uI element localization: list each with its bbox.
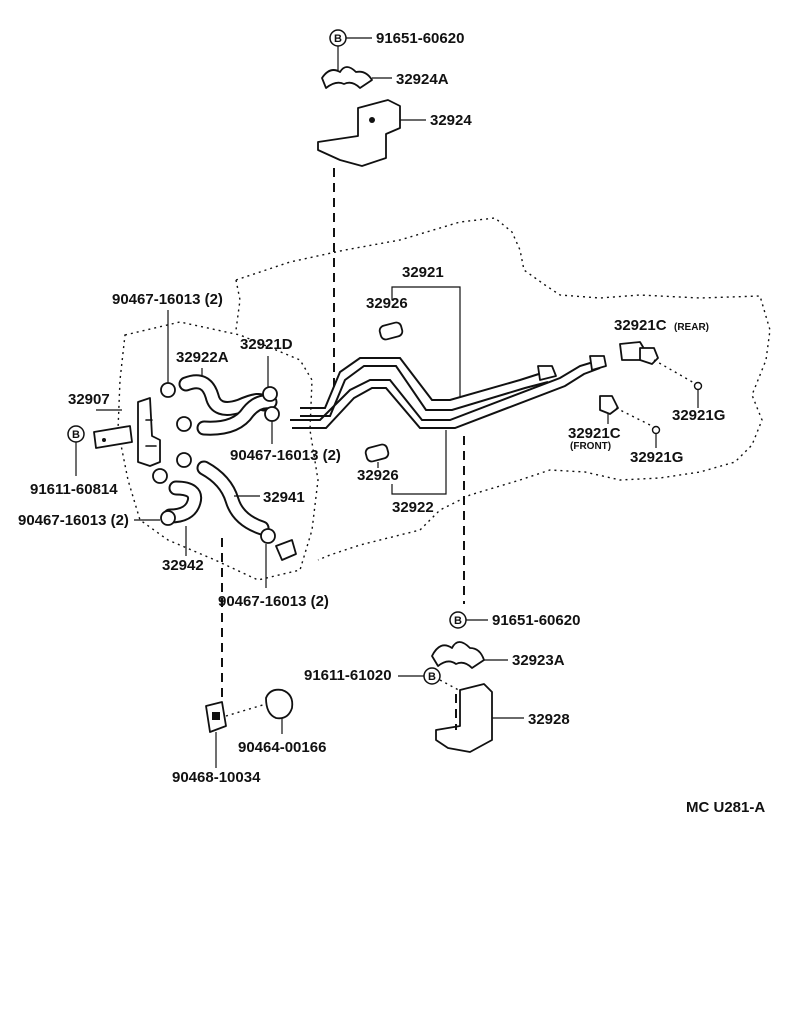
- bolt-lower-left: B: [423, 667, 441, 685]
- label-connector-front-note: (FRONT): [570, 441, 611, 452]
- dotted-cushion: [225, 703, 267, 717]
- dotted-front: [615, 407, 653, 427]
- dotted-rear: [653, 359, 697, 385]
- pipe-fitting-a: [537, 365, 557, 381]
- label-clip-lower-left: 90467-16013 (2): [18, 512, 129, 529]
- label-gasket-front: 32921G: [630, 449, 683, 466]
- label-bracket-lower: 32928: [528, 711, 570, 728]
- bolt-lower-left-marker: B: [428, 671, 436, 683]
- label-clamp-lower: 32923A: [512, 652, 565, 669]
- bracket-line-upper: [391, 286, 461, 398]
- label-hose-upper: 32922A: [176, 349, 229, 366]
- label-bolt-lower: 91651-60620: [492, 612, 580, 629]
- connector-rear-part-b: [639, 347, 659, 365]
- bolt-top: B: [329, 29, 347, 47]
- bolt-marker: B: [334, 33, 342, 45]
- transmission-outline: [117, 217, 771, 581]
- label-bracket-top: 32924: [430, 112, 472, 129]
- oil-cooler-detail: [145, 419, 157, 447]
- clamp-lower-part: [431, 641, 485, 669]
- bracket-upper-part: [317, 99, 401, 167]
- drawing-code: MC U281-A: [686, 799, 765, 816]
- cooler-bracket-part: [93, 425, 133, 449]
- label-bolt-top: 91651-60620: [376, 30, 464, 47]
- elbow-lower-part: [275, 539, 297, 561]
- cushion-part: [265, 688, 294, 720]
- bolt-lower-marker: B: [454, 615, 462, 627]
- label-clip-lower: 90467-16013 (2): [218, 593, 329, 610]
- label-pipe-assy-upper: 32921: [402, 264, 444, 281]
- bracket-line-lower: [391, 430, 447, 495]
- gasket-front-part: [651, 425, 661, 435]
- label-cushion: 90464-00166: [238, 739, 326, 756]
- cooler-pipes: [290, 357, 601, 429]
- bolt-left: B: [67, 425, 85, 443]
- label-pipe-assy-lower: 32922: [392, 499, 434, 516]
- label-hose-lower-right: 32941: [263, 489, 305, 506]
- label-connector-front: 32921C: [568, 425, 621, 442]
- label-grommet-upper: 32926: [366, 295, 408, 312]
- label-bolt-lower-left: 91611-61020: [304, 667, 392, 684]
- connector-front-part: [599, 395, 619, 415]
- label-connector-rear-note: (REAR): [674, 322, 709, 333]
- grommet-upper-part: [378, 321, 404, 341]
- label-bolt-left: 91611-60814: [30, 481, 118, 498]
- gasket-rear-part: [693, 381, 703, 391]
- label-clip-upper-left: 90467-16013 (2): [112, 291, 223, 308]
- cooler-bracket-hole: [102, 438, 106, 442]
- label-connector-rear: 32921C: [614, 317, 667, 334]
- bolt-left-marker: B: [72, 429, 80, 441]
- bracket-upper-hole: [369, 117, 375, 123]
- bracket-lower-part: [435, 683, 493, 753]
- oil-cooler-part: [137, 397, 161, 467]
- label-hose-d: 32921D: [240, 336, 293, 353]
- label-hose-lower-left: 32942: [162, 557, 204, 574]
- clamp-upper-part: [321, 66, 373, 89]
- clips: [152, 382, 280, 544]
- hoses: [162, 374, 278, 536]
- label-cooler: 32907: [68, 391, 110, 408]
- label-grommet-bottom: 90468-10034: [172, 769, 261, 786]
- bolt-lower: B: [449, 611, 467, 629]
- label-grommet-lower: 32926: [357, 467, 399, 484]
- label-gasket-rear: 32921G: [672, 407, 725, 424]
- grommet-lower-part: [364, 443, 390, 463]
- pipe-fitting-b: [589, 355, 607, 371]
- label-clip-middle: 90467-16013 (2): [230, 447, 341, 464]
- label-clamp-top: 32924A: [396, 71, 449, 88]
- grommet-bottom-hole: [212, 712, 220, 720]
